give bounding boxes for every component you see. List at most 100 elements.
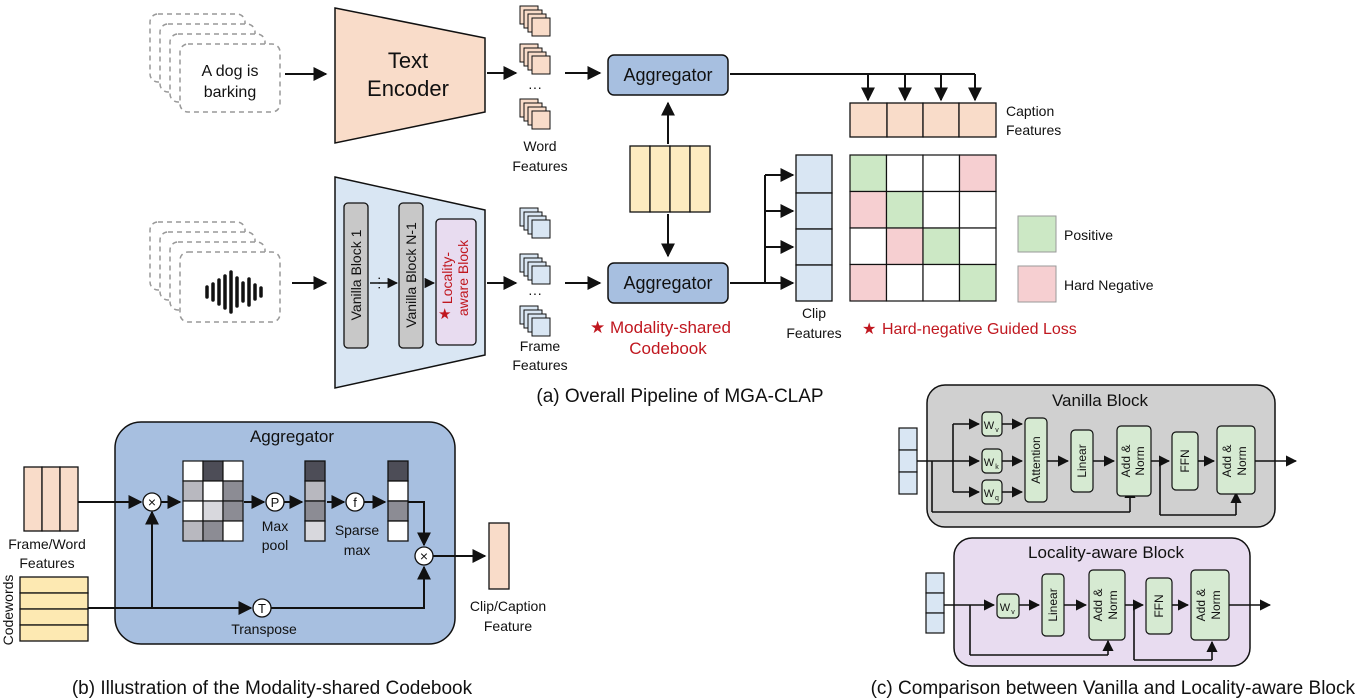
grid-cell	[202, 480, 224, 502]
matrix-cell	[922, 154, 961, 193]
text-input-line1: A dog is	[202, 63, 259, 80]
codebook-label-1: Modality-shared	[610, 318, 731, 337]
add-norm-2-line1: Add &	[1220, 445, 1234, 478]
locality-wv-label: W	[1000, 602, 1011, 614]
word-features-label-2: Features	[512, 158, 567, 174]
matrix-cell	[922, 227, 961, 266]
grid-cell	[222, 520, 244, 542]
locality-block-title: Locality-aware Block	[1028, 543, 1184, 562]
locality-block-label-2: aware Block	[455, 239, 471, 316]
max-pool-label-1: Max	[262, 518, 288, 534]
aggregator-panel-title: Aggregator	[250, 427, 334, 446]
grid-cell	[182, 480, 204, 502]
codebook-star-icon: ★	[590, 318, 605, 337]
audio-input-stack	[149, 221, 281, 323]
text-input-line2: barking	[204, 84, 256, 101]
caption-features-label-1: Caption	[1006, 103, 1054, 119]
legend-positive-label: Positive	[1064, 227, 1113, 243]
locality-add-norm-1-line1: Add &	[1091, 589, 1105, 622]
matrix-cell	[885, 263, 924, 302]
sparse-max-label-2: max	[344, 542, 370, 558]
legend-positive-swatch	[1017, 215, 1057, 253]
matrix-cell	[958, 263, 997, 302]
panel-a: A dog is barking Text Encoder ··· Word F…	[149, 5, 1154, 407]
locality-aware-block	[435, 218, 477, 346]
locality-wv-subscript: v	[1011, 609, 1015, 616]
word-feature-stacks	[519, 5, 551, 130]
input-label-2: Features	[19, 555, 74, 571]
vanilla-input-vector	[898, 427, 918, 495]
codewords-block	[19, 576, 89, 642]
panel-b: Aggregator Frame/Word Features Codewords…	[0, 421, 546, 699]
text-encoder-block	[334, 7, 486, 144]
matrix-cell	[922, 263, 961, 302]
matrix-cell	[849, 190, 888, 229]
grid-cell	[222, 480, 244, 502]
legend-hard-negative-label: Hard Negative	[1064, 277, 1154, 293]
output-label-1: Clip/Caption	[470, 598, 546, 614]
wv-subscript: v	[995, 427, 999, 434]
grid-cell	[222, 500, 244, 522]
vanilla-block-n1	[398, 202, 424, 349]
locality-add-norm-2-line1: Add &	[1194, 589, 1208, 622]
locality-linear-label: Linear	[1046, 588, 1060, 621]
matrix-cell	[849, 154, 888, 193]
transpose-symbol: T	[258, 601, 266, 616]
sparse-max-label-1: Sparse	[335, 522, 380, 538]
wq-label: W	[984, 488, 995, 500]
matrix-cell	[849, 263, 888, 302]
grid-cell	[182, 500, 204, 522]
wq-subscript: q	[995, 495, 999, 502]
frame-features-label-2: Features	[512, 357, 567, 373]
max-pool-symbol: P	[271, 495, 280, 510]
aggregator-bottom	[607, 262, 729, 304]
wv-label: W	[984, 420, 995, 432]
matrix-cell	[958, 154, 997, 193]
sparse-max-symbol: f	[353, 495, 357, 510]
sparse-column	[387, 460, 409, 542]
add-norm-1-line2: Norm	[1133, 446, 1147, 475]
locality-ffn-box	[1145, 577, 1173, 635]
codewords-label: Codewords	[0, 575, 16, 646]
frame-features-label-1: Frame	[520, 338, 561, 354]
codebook-label-2: Codebook	[629, 339, 707, 358]
caption-features-label-2: Features	[1006, 122, 1061, 138]
linear-label: Linear	[1075, 444, 1089, 477]
max-pooled-column	[304, 460, 326, 542]
locality-star-icon: ★	[438, 306, 451, 323]
loss-star-icon: ★	[862, 321, 876, 338]
ffn-1-label: FFN	[1178, 449, 1192, 472]
grid-cell	[182, 460, 204, 482]
output-label-2: Feature	[484, 618, 532, 634]
locality-add-norm-1-line2: Norm	[1106, 590, 1120, 619]
transpose-label: Transpose	[231, 621, 297, 637]
grid-cell	[222, 460, 244, 482]
wk-subscript: k	[995, 464, 999, 471]
add-norm-2-line2: Norm	[1235, 446, 1249, 475]
clip-caption-feature	[488, 522, 510, 590]
locality-input-vector	[925, 572, 945, 634]
wk-label: W	[984, 457, 995, 469]
locality-wv-box	[996, 593, 1020, 619]
matrix-cell	[849, 227, 888, 266]
grid-cell	[202, 460, 224, 482]
text-encoder-label-1: Text	[388, 48, 428, 73]
aggregator-bottom-label: Aggregator	[623, 273, 712, 293]
text-encoder-label-2: Encoder	[367, 76, 449, 101]
vanilla-block-n1-label: Vanilla Block N-1	[403, 222, 419, 328]
locality-ffn-label: FFN	[1152, 594, 1166, 617]
multiply-symbol-1: ×	[148, 494, 156, 510]
grid-cell	[202, 520, 224, 542]
similarity-grid	[182, 460, 244, 542]
panel-c-caption: (c) Comparison between Vanilla and Local…	[871, 678, 1356, 699]
word-features-label-1: Word	[523, 138, 556, 154]
vanilla-block-1-label: Vanilla Block 1	[348, 229, 364, 320]
frame-feature-stacks	[519, 207, 551, 337]
frame-stack-dots: ···	[528, 285, 542, 301]
similarity-matrix	[849, 154, 997, 302]
aggregator-top-label: Aggregator	[623, 65, 712, 85]
word-stack-dots: ···	[528, 79, 542, 95]
codebook-block	[629, 145, 711, 213]
attention-label: Attention	[1029, 436, 1043, 483]
